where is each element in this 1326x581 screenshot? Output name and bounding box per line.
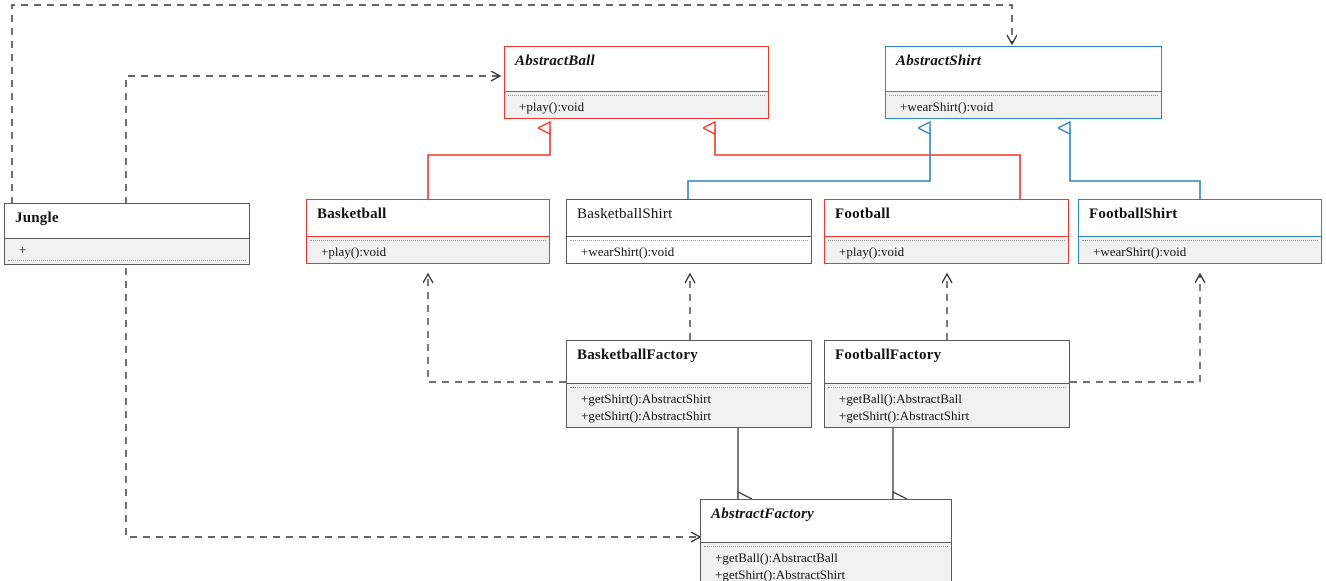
member-divider-dotted xyxy=(828,240,1065,241)
class-name-abstract-shirt: AbstractShirt xyxy=(896,53,982,69)
member-divider-dotted xyxy=(8,260,246,261)
class-name-football: Football xyxy=(835,206,890,222)
member-divider-dotted xyxy=(828,387,1066,388)
class-abstract-ball[interactable]: AbstractBall +play():void xyxy=(504,46,769,119)
class-members-abstract-ball: +play():void xyxy=(505,91,768,118)
class-basketball-shirt[interactable]: BasketballShirt +wearShirt():void xyxy=(566,199,812,264)
class-members-abstract-shirt: +wearShirt():void xyxy=(886,91,1161,118)
member-row: +play():void xyxy=(519,99,585,114)
class-football-shirt[interactable]: FootballShirt +wearShirt():void xyxy=(1078,199,1322,264)
member-divider-dotted xyxy=(889,95,1158,96)
class-name-football-factory: FootballFactory xyxy=(835,347,942,363)
class-members-jungle: + xyxy=(5,238,249,264)
class-basketball[interactable]: Basketball +play():void xyxy=(306,199,550,264)
member-divider-dotted xyxy=(310,240,546,241)
member-divider-dotted xyxy=(1082,240,1318,241)
member-row: +getShirt():AbstractShirt xyxy=(715,567,846,581)
class-name-basketball-factory: BasketballFactory xyxy=(577,347,698,363)
member-divider-dotted xyxy=(704,546,948,547)
class-jungle[interactable]: Jungle + xyxy=(4,203,250,265)
relation-basketballshirt-to-abstractshirt xyxy=(687,128,931,199)
member-row: +getBall():AbstractBall xyxy=(715,550,838,565)
member-row: +wearShirt():void xyxy=(581,244,675,259)
member-row: + xyxy=(19,242,27,257)
member-row: +play():void xyxy=(321,244,387,259)
member-divider-dotted xyxy=(570,387,808,388)
class-football[interactable]: Football +play():void xyxy=(824,199,1069,264)
class-members-basketball-shirt: +wearShirt():void xyxy=(567,236,811,263)
class-members-basketball-factory: +getShirt():AbstractShirt +getShirt():Ab… xyxy=(567,383,811,427)
class-football-factory[interactable]: FootballFactory +getBall():AbstractBall … xyxy=(824,340,1070,428)
class-abstract-factory[interactable]: AbstractFactory +getBall():AbstractBall … xyxy=(700,499,952,581)
class-abstract-shirt[interactable]: AbstractShirt +wearShirt():void xyxy=(885,46,1162,119)
class-members-football-shirt: +wearShirt():void xyxy=(1079,236,1321,263)
member-divider-dotted xyxy=(570,240,808,241)
relation-footballfactory-to-footballshirt xyxy=(1070,274,1200,383)
member-row: +getBall():AbstractBall xyxy=(839,391,962,406)
member-row: +getShirt():AbstractShirt xyxy=(581,408,712,423)
relation-basketball-to-abstractball xyxy=(427,128,551,199)
relation-footballshirt-to-abstractshirt xyxy=(1070,128,1201,199)
class-name-jungle: Jungle xyxy=(15,210,59,226)
member-row: +getShirt():AbstractShirt xyxy=(839,408,970,423)
class-name-abstract-ball: AbstractBall xyxy=(515,53,595,69)
member-divider-dotted xyxy=(508,95,765,96)
relation-football-to-abstractball xyxy=(715,128,1021,199)
class-name-basketball: Basketball xyxy=(317,206,387,222)
class-members-abstract-factory: +getBall():AbstractBall +getShirt():Abst… xyxy=(701,542,951,581)
class-name-football-shirt: FootballShirt xyxy=(1089,206,1178,222)
class-members-football: +play():void xyxy=(825,236,1068,263)
relation-jungle-to-abstractball xyxy=(125,76,500,204)
class-basketball-factory[interactable]: BasketballFactory +getShirt():AbstractSh… xyxy=(566,340,812,428)
member-row: +wearShirt():void xyxy=(900,99,994,114)
class-name-basketball-shirt: BasketballShirt xyxy=(577,206,673,222)
class-name-abstract-factory: AbstractFactory xyxy=(711,506,814,522)
class-members-football-factory: +getBall():AbstractBall +getShirt():Abst… xyxy=(825,383,1069,427)
class-members-basketball: +play():void xyxy=(307,236,549,263)
member-row: +play():void xyxy=(839,244,905,259)
relation-basketballfactory-to-basketball xyxy=(428,274,566,383)
member-row: +wearShirt():void xyxy=(1093,244,1187,259)
member-row: +getShirt():AbstractShirt xyxy=(581,391,712,406)
